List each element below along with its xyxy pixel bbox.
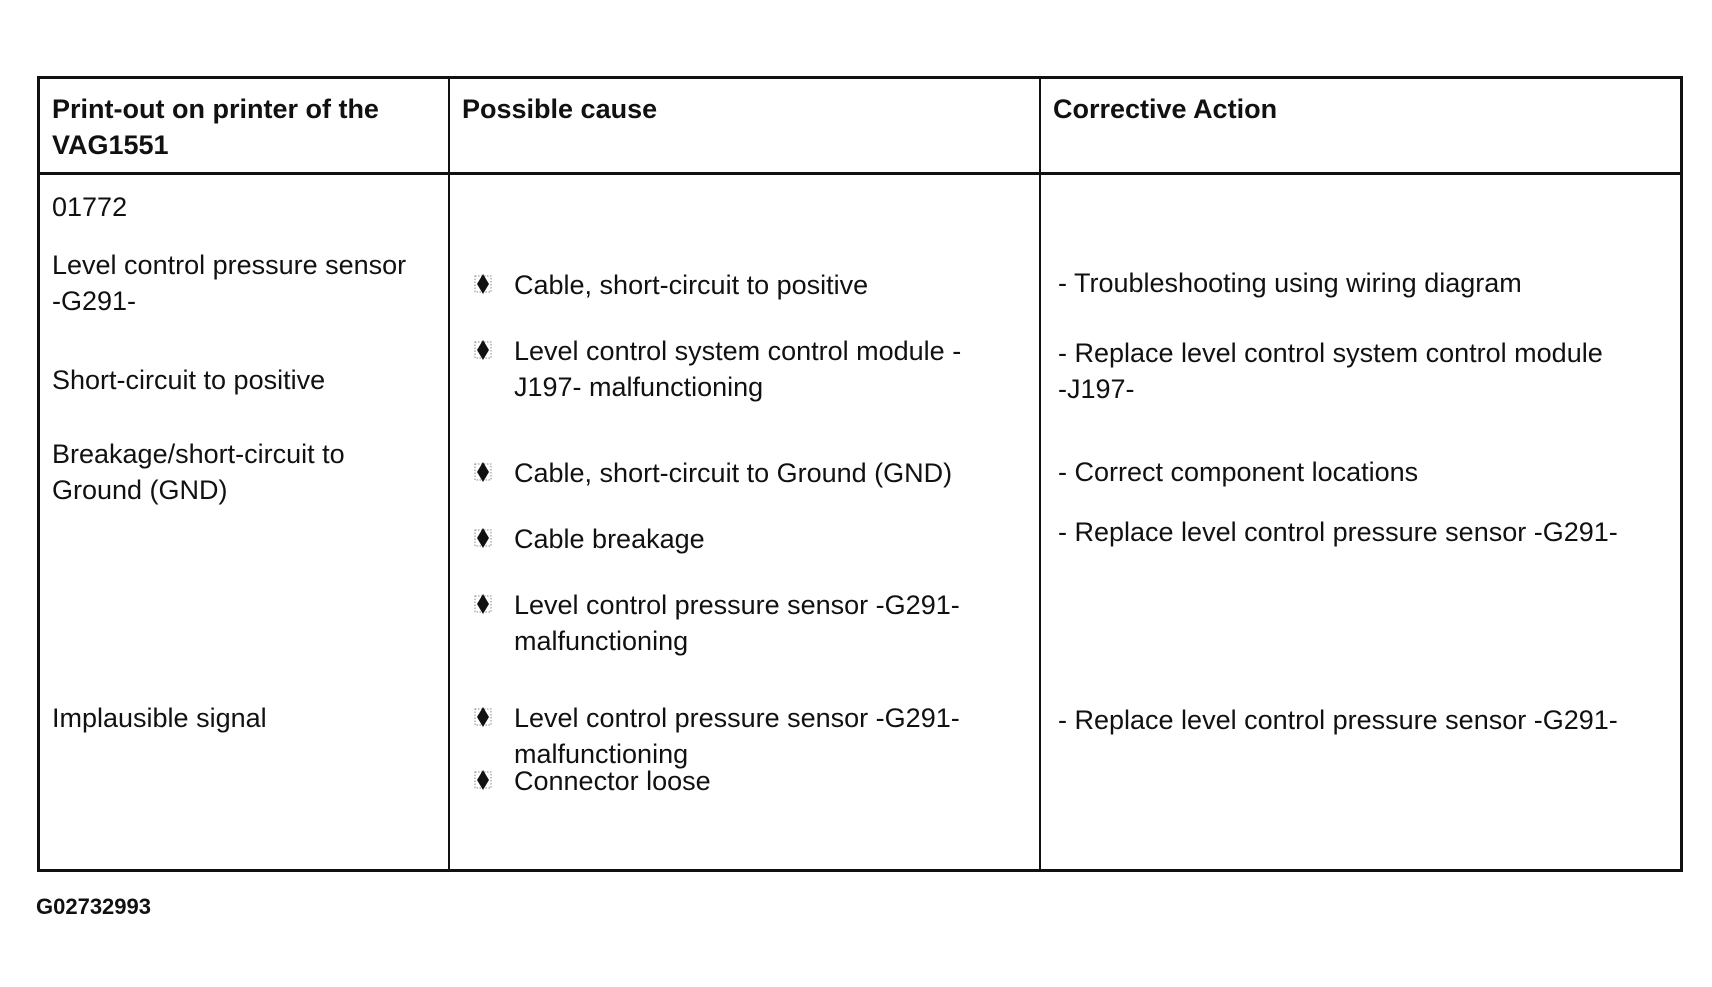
cause-item-cont: malfunctioning [514,739,689,769]
diamond-bullet-icon [472,461,494,483]
fault-short-circuit-positive: Short-circuit to positive [52,365,326,395]
diamond-bullet-icon [472,593,494,615]
header-corrective-action: Corrective Action [1053,94,1278,124]
fault-breakage-line1: Breakage/short-circuit to [52,439,345,469]
header-divider [40,172,1680,175]
header-printout: Print-out on printer of the VAG1551 [52,94,379,160]
cause-item: Cable, short-circuit to positive [514,270,869,300]
cause-item: Level control pressure sensor -G291- [514,703,960,733]
cause-item: Cable, short-circuit to Ground (GND) [514,458,953,488]
action-item: - Replace level control pressure sensor … [1058,517,1618,547]
diamond-bullet-icon [472,706,494,728]
cause-item-cont: J197- malfunctioning [514,372,764,402]
diamond-bullet-icon [472,273,494,295]
action-item: - Troubleshooting using wiring diagram [1058,268,1522,298]
cause-item: Connector loose [514,766,711,796]
diamond-bullet-icon [472,769,494,791]
component-name-line2: -G291- [52,286,137,316]
action-item: - Replace level control system control m… [1058,338,1603,368]
cause-item-cont: malfunctioning [514,626,689,656]
cause-item: Level control pressure sensor -G291- [514,590,960,620]
diamond-bullet-icon [472,527,494,549]
fault-implausible-signal: Implausible signal [52,703,267,733]
header-possible-cause: Possible cause [462,94,658,124]
cause-item: Level control system control module - [514,336,962,366]
diamond-bullet-icon [472,339,494,361]
column-divider [448,79,450,869]
diagnostic-table: Print-out on printer of the VAG1551 Poss… [37,76,1683,872]
column-divider [1039,79,1041,869]
action-item: - Correct component locations [1058,457,1419,487]
component-name-line1: Level control pressure sensor [52,250,407,280]
fault-breakage-line2: Ground (GND) [52,475,228,505]
fault-code: 01772 [52,192,128,222]
action-item-cont: -J197- [1058,374,1135,404]
action-item: - Replace level control pressure sensor … [1058,705,1618,735]
cause-item: Cable breakage [514,524,705,554]
figure-id: G02732993 [36,894,151,919]
